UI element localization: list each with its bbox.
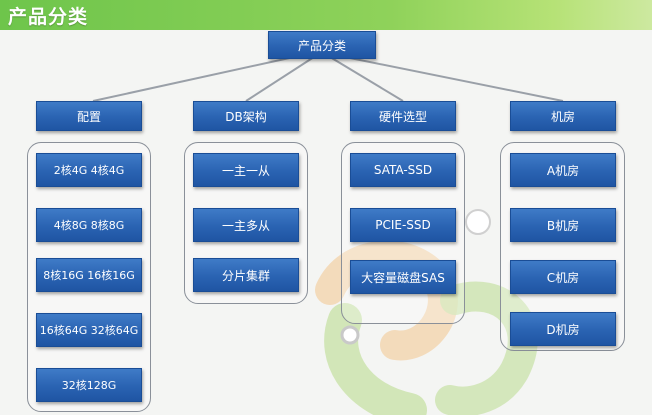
hardware-option-large-sas-disk[interactable]: 大容量磁盘SAS	[350, 260, 456, 294]
db-option-one-master-one-slave[interactable]: 一主一从	[193, 153, 299, 187]
category-db-architecture[interactable]: DB架构	[193, 101, 299, 131]
hardware-option-pcie-ssd[interactable]: PCIE-SSD	[350, 208, 456, 242]
header-bar: 产品分类	[0, 0, 652, 30]
config-option-4c8g-8c8g[interactable]: 4核8G 8核8G	[36, 208, 142, 242]
config-option-2c4g-4c4g[interactable]: 2核4G 4核4G	[36, 153, 142, 187]
config-option-8c16g-16c16g[interactable]: 8核16G 16核16G	[36, 258, 142, 292]
db-option-one-master-multi-slave[interactable]: 一主多从	[193, 208, 299, 242]
category-config[interactable]: 配置	[36, 101, 142, 131]
category-hardware-selection[interactable]: 硬件选型	[350, 101, 456, 131]
hardware-option-sata-ssd[interactable]: SATA-SSD	[350, 153, 456, 187]
page-title: 产品分类	[8, 6, 89, 28]
root-node-product-category[interactable]: 产品分类	[268, 31, 376, 59]
category-datacenter[interactable]: 机房	[510, 101, 616, 131]
datacenter-option-a[interactable]: A机房	[510, 153, 616, 187]
datacenter-option-b[interactable]: B机房	[510, 208, 616, 242]
config-option-32c128g[interactable]: 32核128G	[36, 368, 142, 402]
db-option-sharded-cluster[interactable]: 分片集群	[193, 258, 299, 292]
config-option-16c64g-32c64g[interactable]: 16核64G 32核64G	[36, 313, 142, 347]
datacenter-option-c[interactable]: C机房	[510, 260, 616, 294]
datacenter-option-d[interactable]: D机房	[510, 312, 616, 346]
